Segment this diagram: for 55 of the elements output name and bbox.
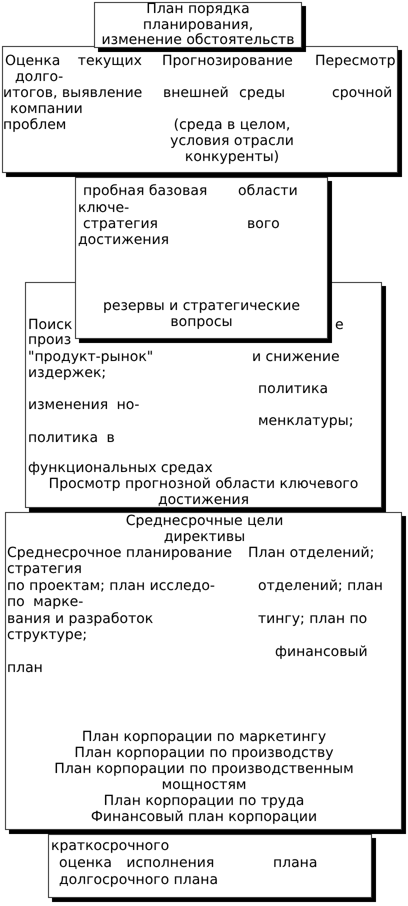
box-text: по марке- [7,594,84,610]
box-text: достижения [78,232,170,248]
box-text: План отделений; [248,545,374,562]
box-text: вания и разработок [7,611,154,628]
box-text: менклатуры; [258,413,354,430]
box-text: изменения но- [28,397,140,414]
box-text: тингу; план по [258,611,368,628]
plan-box [48,834,376,902]
box-text: краткосрочного [51,838,170,854]
box-text: ключе- [78,200,130,216]
box-text: структуре; [7,627,88,644]
box-text: функциональных средах [28,460,213,476]
box-text: долго- [15,69,64,86]
box-text: план [7,660,43,676]
box-text: резервы и стратегические вопросы [102,298,302,330]
box-text: издержек; [28,365,106,382]
box-text: План корпорации по маркетингу [80,729,328,746]
box-text: Поиск [28,317,72,334]
box-text: пробная базовая [83,183,208,200]
plan-box [5,512,406,834]
box-text: Просмотр прогнозной области ключевого достижения [48,476,360,508]
box-text: политика [258,381,328,398]
box-text: долгосрочного плана [59,872,218,888]
box-text: срочной [332,85,392,102]
box-text: произ [28,332,72,348]
plan-box [2,46,402,177]
box-text: "продукт-рынок" [28,349,154,366]
box-text: План корпорации по труда [102,793,306,810]
box-text: оценка исполнения [59,855,214,872]
box-text: Среднесрочные цели директивы [124,513,284,546]
box-text: отделений; план [258,578,383,594]
box-text: Среднесрочное планирование [7,545,232,562]
box-text: по проектам; план исследо- [7,578,215,594]
box-text: области [238,183,298,200]
box-text: плана [273,855,318,872]
box-text: План корпорации по производству [73,745,335,762]
box-text: Финансовый план корпорации [90,809,318,826]
box-text: План корпорации по производственным мощностям [53,761,355,794]
box-text: стратегия [83,216,158,232]
plan-box [75,177,332,343]
box-text: финансовый [275,644,368,660]
box-text: План порядка планирования, изменение обстоятельств [100,2,296,48]
box-text: Прогнозирование [162,53,293,70]
box-text: стратегия [7,561,82,578]
box-text: проблем [3,117,66,134]
box-text: Пересмотр [315,53,396,70]
box-text: Оценка текущих [5,53,142,70]
box-text: внешней среды [163,85,286,102]
box-text: компании [10,101,83,118]
box-text: и снижение [252,349,340,366]
box-text: е [335,317,344,334]
box-text: (среда в целом, условия отрасли конкуренты) [169,117,295,166]
box-text: итогов, выявление [3,85,142,102]
box-text: политика в [28,430,115,446]
box-text: вого [247,216,280,232]
